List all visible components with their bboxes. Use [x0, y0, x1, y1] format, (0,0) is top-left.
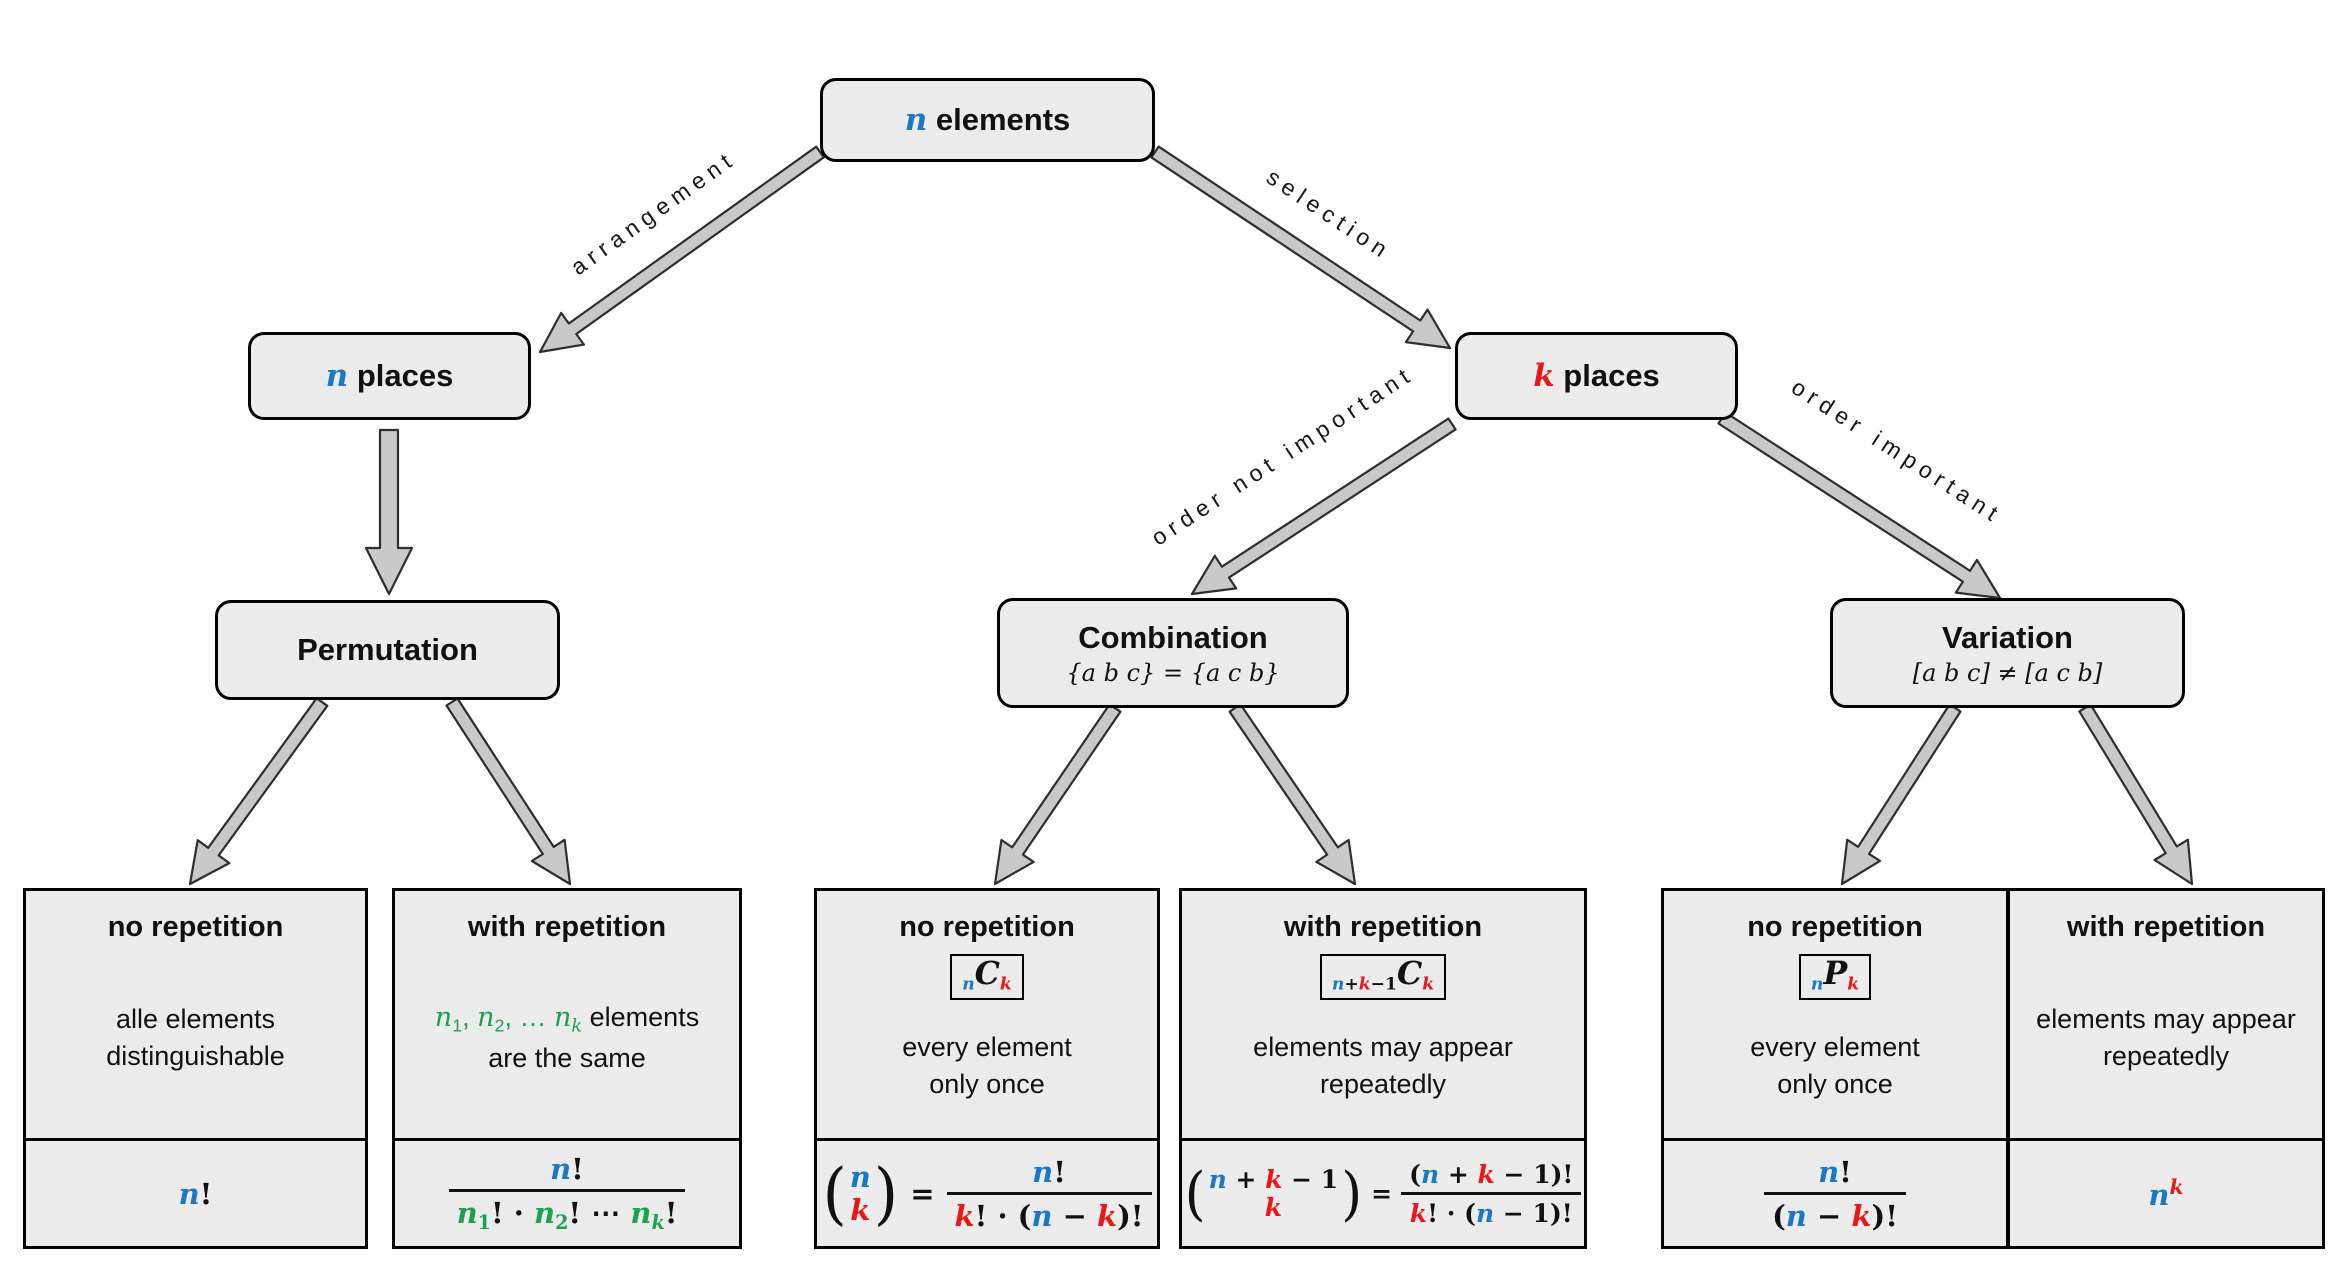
arrow-order-important [1717, 411, 2002, 600]
leaf-top-section: with repetition elements may appear repe… [2010, 891, 2322, 1141]
leaf-top-section: no repetition alle elements distinguisha… [26, 891, 365, 1141]
fraction: n! k! · (n − k)! [946, 1155, 1152, 1233]
node-n-places-title: n places [325, 358, 454, 394]
fraction: (n + k − 1)! k! · (n − 1)! [1401, 1160, 1582, 1228]
equals-sign: = [910, 1176, 935, 1211]
leaf-description: elements may appear repeatedly [1253, 1031, 1513, 1100]
arrow-n-places-to-permutation [364, 428, 414, 596]
leaf-description: elements may appear repeatedly [2036, 1003, 2296, 1071]
arrow-selection [1150, 145, 1452, 350]
right-paren: ) [873, 1154, 899, 1233]
fraction: n! (n − k)! [1764, 1155, 1906, 1233]
leaf-formula: ( n + k − 1 k ) = (n + k − 1)! k! · (n −… [1182, 1141, 1584, 1246]
node-n-elements: n elements [820, 78, 1155, 162]
leaf-combination-no-repetition: no repetition nCk every element only onc… [814, 888, 1160, 1249]
leaf-top-section: with repetition n1, n2, … nk elements ar… [395, 891, 739, 1141]
leaf-description: alle elements distinguishable [106, 1003, 285, 1071]
leaf-header: with repetition [1283, 911, 1483, 943]
arrow-variation-to-no-repetition [1840, 703, 1962, 886]
node-combination: Combination {a b c} = {a c b} [997, 598, 1349, 708]
node-combination-title: Combination [1078, 619, 1268, 655]
node-permutation: Permutation [215, 600, 560, 700]
leaf-formula: ( n k ) = n! k! · (n − k)! [817, 1141, 1157, 1246]
notation-badge-nPk: nPk [1798, 954, 1872, 1001]
leaf-header: with repetition [467, 911, 667, 943]
arrow-combination-to-with-repetition [1228, 703, 1357, 886]
leaf-header: no repetition [107, 911, 284, 943]
binomial: ( n k ) [822, 1154, 899, 1233]
right-paren: ) [1341, 1159, 1363, 1228]
arrow-selection-label: selection [1262, 163, 1397, 265]
arrow-permutation-to-with-repetition [445, 697, 572, 886]
notation-badge-nCk: nCk [950, 954, 1024, 1001]
arrow-permutation-to-no-repetition [188, 697, 329, 886]
arrow-order-not-important [1190, 417, 1457, 596]
arrow-combination-to-no-repetition [993, 703, 1122, 886]
leaf-formula: nk [2148, 1174, 2184, 1213]
leaf-description: every element only once [902, 1031, 1072, 1100]
arrow-arrangement-label: arrangement [566, 145, 741, 280]
left-paren: ( [822, 1154, 847, 1233]
left-paren: ( [1184, 1159, 1206, 1228]
node-permutation-title: Permutation [297, 632, 478, 667]
leaf-top-section: with repetition n+k−1Ck elements may app… [1182, 891, 1584, 1141]
leaf-top-section: no repetition nPk every element only onc… [1664, 891, 2006, 1141]
leaf-top-section: no repetition nCk every element only onc… [817, 891, 1157, 1141]
node-n-places: n places [248, 332, 531, 420]
leaf-header: no repetition [1747, 911, 1923, 943]
leaf-variation-with-repetition: with repetition elements may appear repe… [2007, 888, 2325, 1249]
node-combination-subtitle: {a b c} = {a c b} [1066, 658, 1280, 687]
leaf-variation-no-repetition: no repetition nPk every element only onc… [1661, 888, 2009, 1249]
node-variation-subtitle: [a b c] ≠ [a c b] [1912, 658, 2103, 687]
leaf-formula: n! (n − k)! [1664, 1141, 2006, 1246]
notation-badge-n+k-1Ck: n+k−1Ck [1319, 954, 1447, 1001]
arrow-order-important-label: order important [1787, 374, 2008, 529]
leaf-formula: n! [178, 1176, 213, 1211]
fraction: n! n1! · n2! ⋯ nk! [448, 1152, 686, 1235]
node-n-elements-title: n elements [904, 102, 1071, 138]
node-variation-title: Variation [1942, 619, 2073, 655]
leaf-header: no repetition [899, 911, 1075, 943]
leaf-permutation-no-repetition: no repetition alle elements distinguisha… [23, 888, 368, 1249]
arrow-order-not-important-label: order not important [1147, 360, 1419, 551]
node-variation: Variation [a b c] ≠ [a c b] [1830, 598, 2185, 708]
leaf-permutation-with-repetition: with repetition n1, n2, … nk elements ar… [392, 888, 742, 1249]
leaf-formula: n! n1! · n2! ⋯ nk! [395, 1141, 739, 1246]
binomial: ( n + k − 1 k ) [1184, 1159, 1363, 1228]
arrow-variation-to-with-repetition [2078, 703, 2194, 886]
node-k-places-title: k places [1533, 358, 1660, 394]
node-k-places: k places [1455, 332, 1738, 420]
leaf-header: with repetition [2066, 911, 2266, 943]
equals-sign: = [1371, 1179, 1393, 1208]
leaf-combination-with-repetition: with repetition n+k−1Ck elements may app… [1179, 888, 1587, 1249]
leaf-description: every element only once [1750, 1031, 1920, 1100]
leaf-description: n1, n2, … nk elements are the same [434, 1002, 700, 1073]
arrow-arrangement [538, 145, 825, 354]
